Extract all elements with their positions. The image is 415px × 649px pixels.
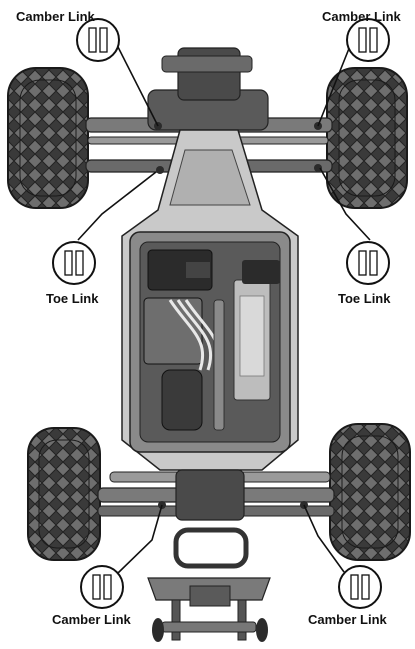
label-camber-link-bottom-left: Camber Link bbox=[52, 612, 132, 627]
front-right-tire bbox=[326, 67, 408, 209]
label-camber-link-top-left: Camber Link bbox=[16, 9, 96, 24]
callout-top-left bbox=[76, 18, 120, 62]
label-camber-link-top-right: Camber Link bbox=[322, 9, 402, 24]
rear-suspension bbox=[97, 469, 335, 521]
callout-top-right bbox=[346, 18, 390, 62]
label-toe-link-left: Toe Link bbox=[46, 291, 99, 306]
label-camber-link-bottom-right: Camber Link bbox=[308, 612, 388, 627]
callout-mid-right bbox=[346, 241, 390, 285]
rear-right-tire bbox=[329, 423, 411, 561]
rear-bumper bbox=[147, 527, 271, 607]
callout-bottom-left bbox=[80, 565, 124, 609]
leader-top-right bbox=[317, 45, 351, 127]
leader-bottom-left bbox=[117, 504, 163, 574]
leader-mid-right bbox=[319, 167, 371, 241]
leader-bottom-right bbox=[303, 504, 345, 573]
callout-mid-left bbox=[52, 241, 96, 285]
leader-top-left bbox=[117, 46, 159, 127]
callout-bottom-right bbox=[338, 565, 382, 609]
receiver-box bbox=[147, 249, 213, 291]
front-left-tire bbox=[7, 67, 89, 209]
callout-lines bbox=[77, 45, 371, 574]
label-toe-link-right: Toe Link bbox=[338, 291, 391, 306]
wheelie-bar bbox=[152, 599, 268, 642]
driveshaft bbox=[213, 299, 225, 431]
rear-left-tire bbox=[27, 427, 101, 561]
leader-mid-left bbox=[77, 171, 157, 241]
esc-motor bbox=[143, 297, 221, 431]
battery bbox=[233, 260, 280, 401]
